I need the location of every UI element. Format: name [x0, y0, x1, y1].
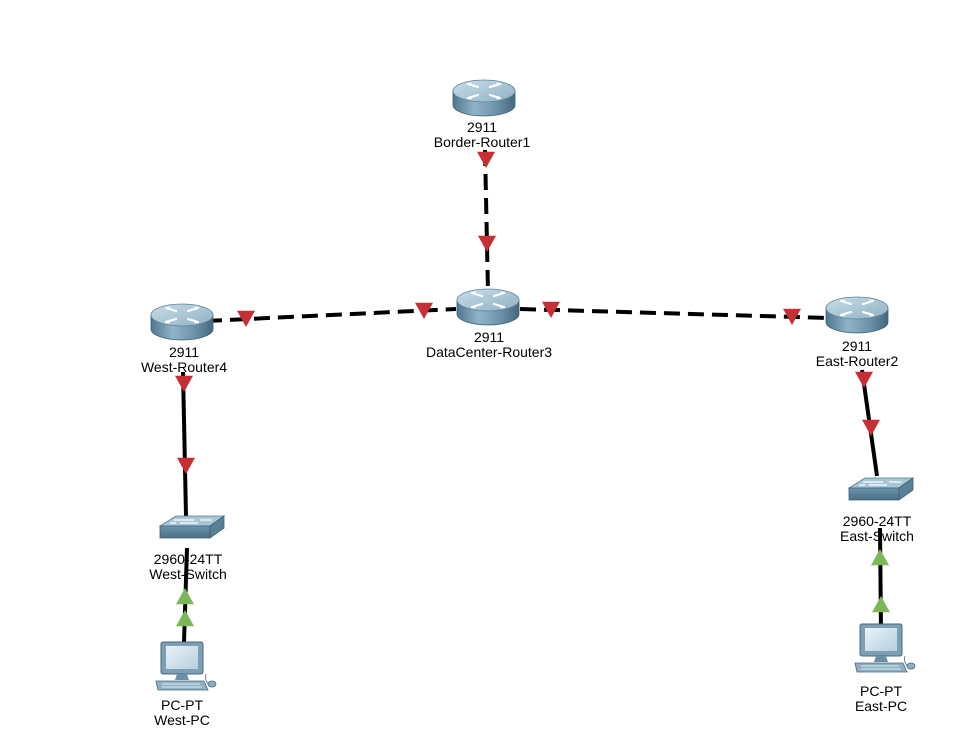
link-esw-epc[interactable] [878, 527, 883, 633]
link-west-dc[interactable] [205, 307, 457, 323]
link-dc-east[interactable] [519, 307, 831, 320]
device-model: 2911 [841, 338, 873, 354]
device-name: West-Switch [149, 566, 227, 582]
router-icon-west[interactable] [150, 303, 214, 341]
pc-icon-wpc[interactable] [155, 641, 217, 691]
link-status-east-port [783, 308, 801, 325]
link-status-east-port [855, 371, 873, 388]
switch-icon-esw[interactable] [847, 477, 915, 501]
switch-icon-wsw[interactable] [158, 515, 226, 539]
device-name: DataCenter-Router3 [425, 344, 553, 360]
device-name: West-Router4 [140, 359, 228, 375]
router-icon-dc[interactable] [456, 288, 520, 326]
device-model: PC-PT [161, 697, 203, 713]
device-name: West-PC [154, 712, 210, 728]
device-model: 2911 [473, 329, 505, 345]
link-status-esw-port [862, 419, 880, 436]
device-model: 2911 [466, 119, 498, 135]
device-model: 2911 [168, 344, 200, 360]
device-name: East-Router2 [815, 353, 899, 369]
link-status-esw-port [871, 549, 889, 566]
link-status-west-port [237, 310, 255, 327]
device-model: 2960-24TT [153, 551, 223, 567]
device-name: Border-Router1 [433, 134, 531, 150]
router-icon-border[interactable] [452, 79, 516, 117]
router-icon-east[interactable] [825, 296, 889, 334]
device-name: East-Switch [840, 528, 914, 544]
link-border-dc[interactable] [483, 149, 490, 293]
link-status-dc-port [478, 235, 496, 252]
link-status-wsw-port [176, 588, 194, 605]
links-layer [181, 149, 883, 643]
link-status-west-port [175, 375, 193, 392]
pc-icon-epc[interactable] [854, 623, 916, 673]
link-status-dc-port [415, 302, 433, 319]
device-model: PC-PT [860, 683, 902, 699]
device-model: 2960-24TT [842, 513, 912, 529]
link-west-wsw[interactable] [181, 371, 188, 517]
link-status-wpc-port [176, 610, 194, 627]
device-name: East-PC [854, 698, 908, 714]
devices-layer [150, 79, 916, 691]
link-status-epc-port [872, 596, 890, 613]
link-status-border-port [477, 151, 495, 168]
link-status-dc-port [542, 301, 560, 318]
link-status-wsw-port [177, 457, 195, 474]
link-status-markers [175, 151, 890, 627]
